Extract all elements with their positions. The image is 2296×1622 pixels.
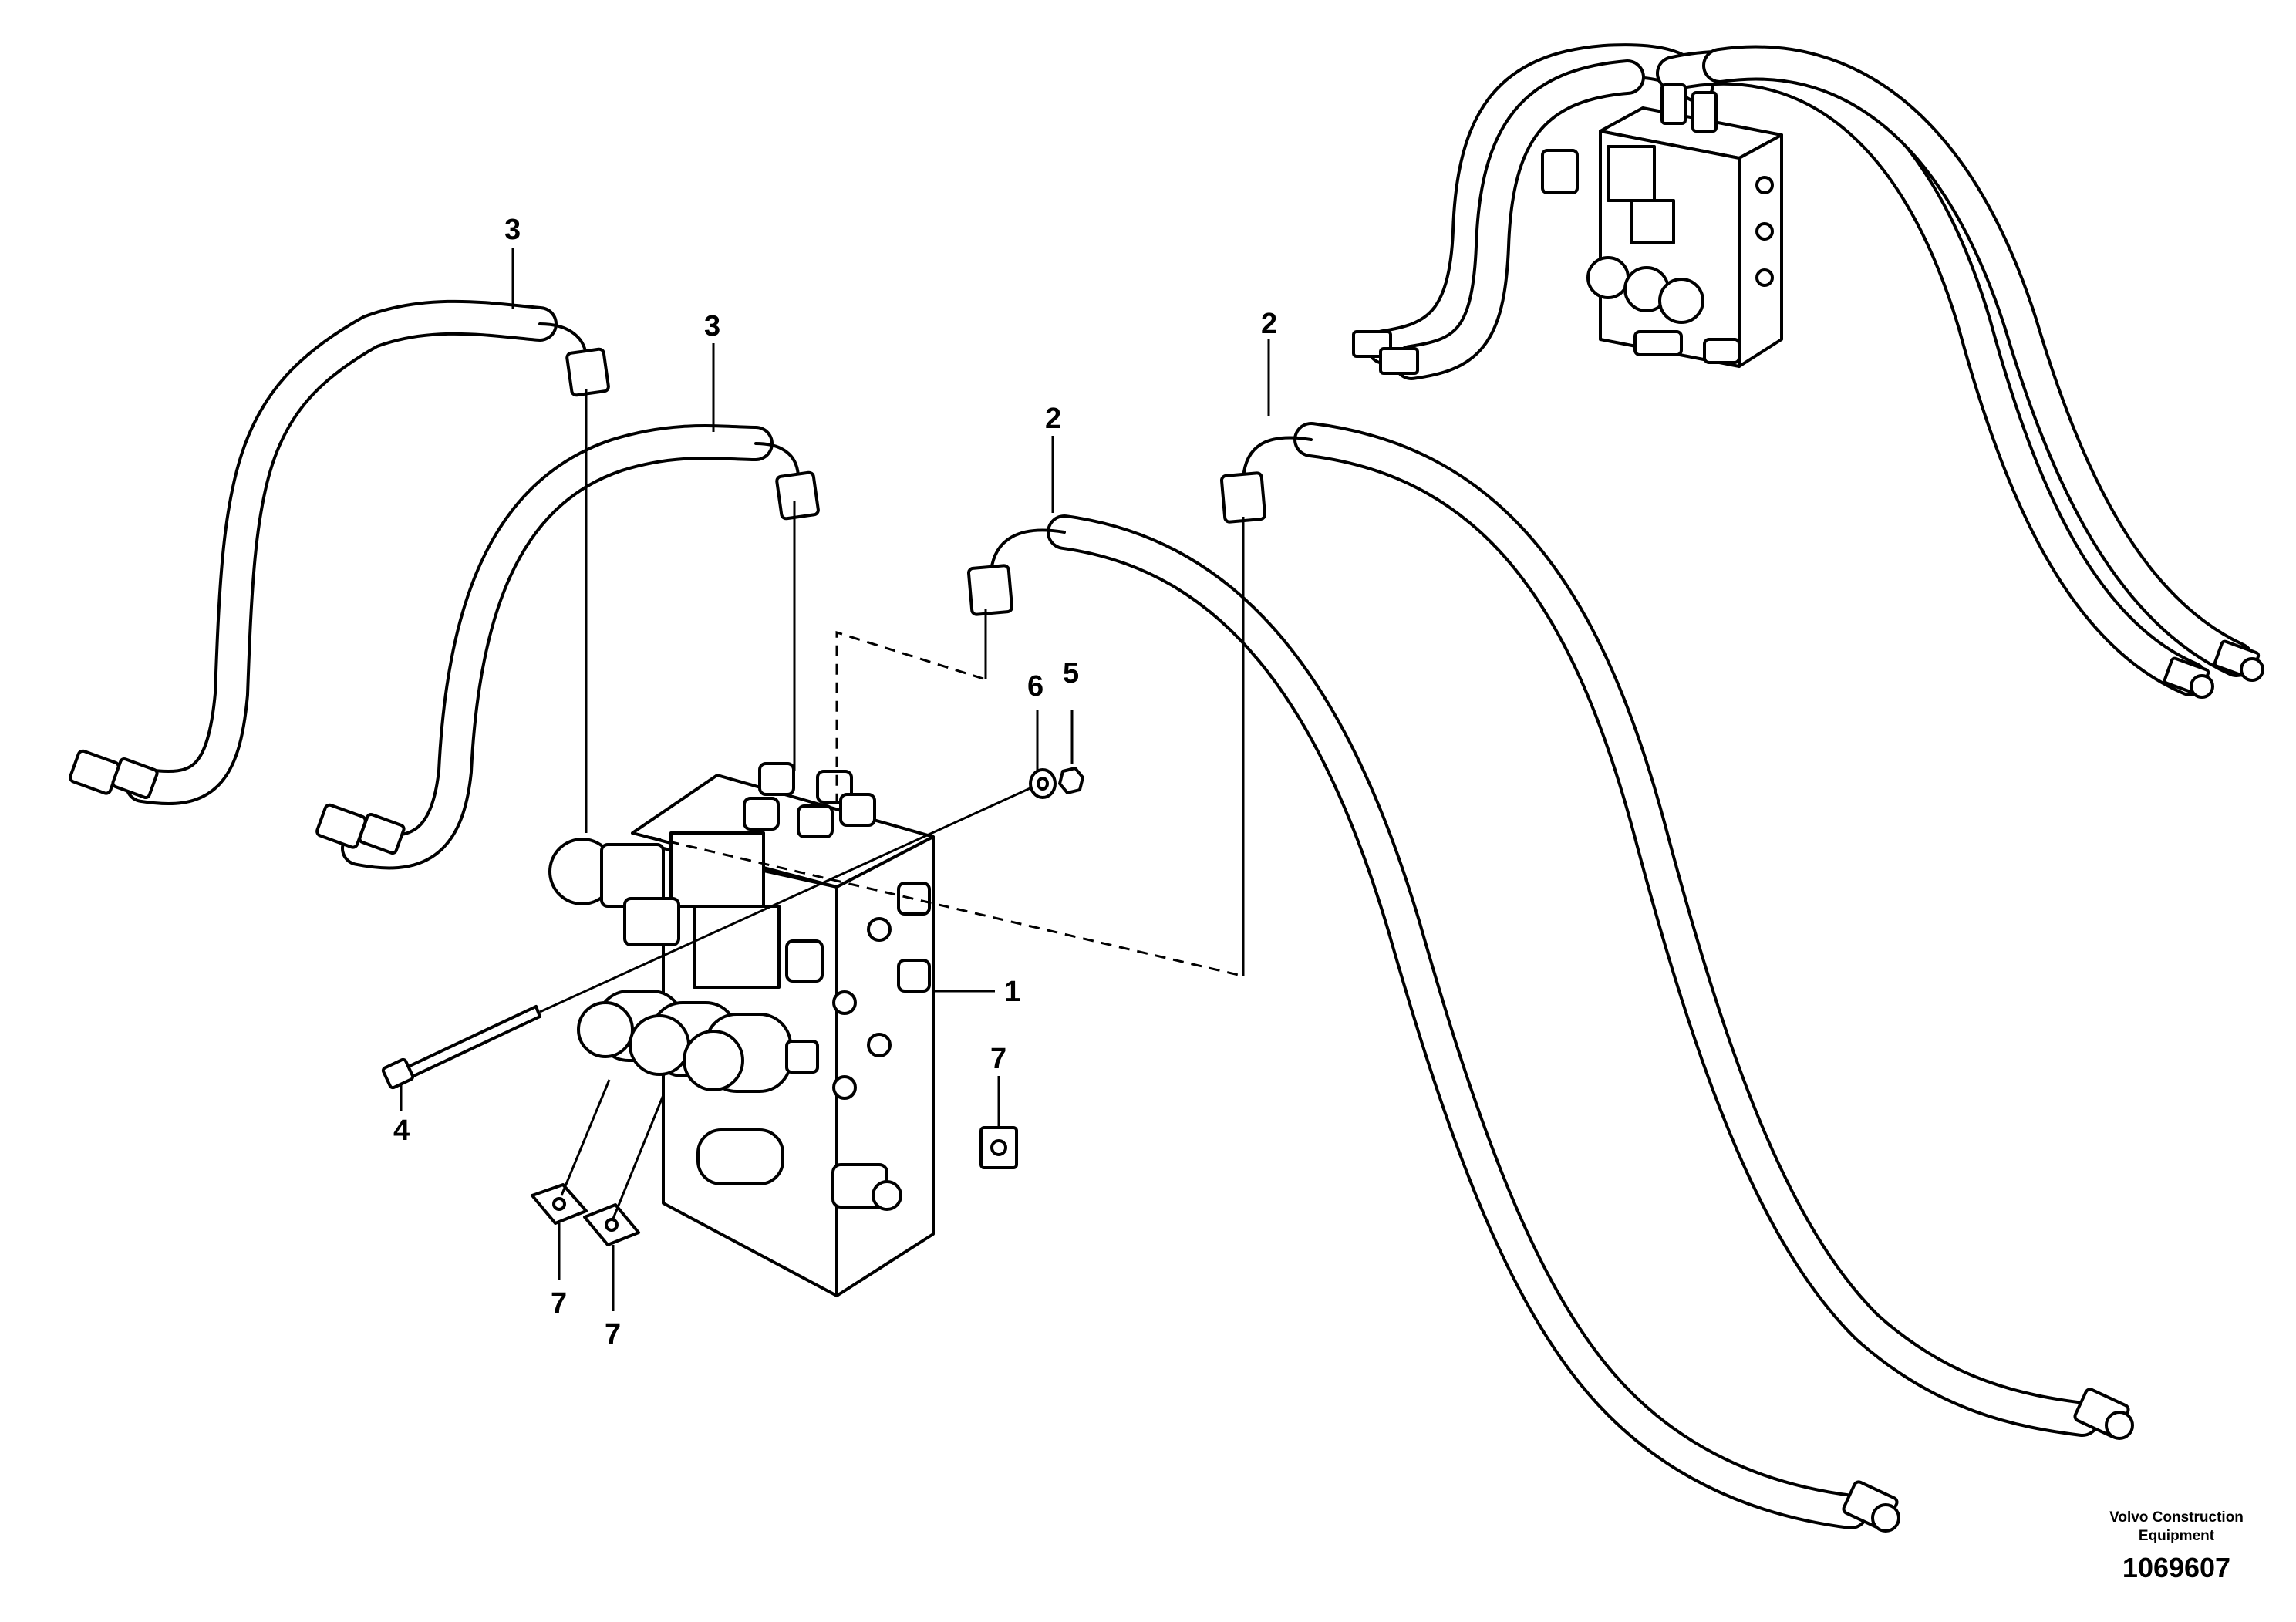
callout-3-left: 3: [504, 214, 521, 246]
label-plate-item-7-left-a: [531, 1183, 588, 1225]
hose-item-2-front: [966, 514, 1900, 1533]
solenoid-coils: [577, 990, 819, 1093]
valve-block-item-1: [548, 762, 935, 1297]
inset-valve-block: [1541, 83, 1783, 368]
callout-leaders: [400, 248, 1270, 1311]
inset-hose-fittings: [1352, 330, 2264, 699]
callout-labels: 1 2 2 3 3 4 5 6 7 7 7: [393, 214, 1277, 1351]
assembly-dashed-lines: [585, 389, 1245, 977]
hose-item-2-rear: [1219, 422, 2134, 1440]
drawing-footer: Volvo Construction Equipment 1069607: [2109, 1509, 2244, 1583]
callout-4: 4: [393, 1114, 410, 1147]
inset-assembly-view: [1352, 43, 2264, 699]
callout-7-right: 7: [990, 1043, 1006, 1075]
company-name-line1: Volvo Construction: [2109, 1509, 2244, 1526]
nut-item-5: [1058, 767, 1084, 794]
washer-item-6: [1029, 768, 1057, 799]
inset-hoses: [1367, 43, 2254, 696]
label-plate-item-7-right: [979, 1126, 1018, 1169]
company-name-line2: Equipment: [2139, 1528, 2215, 1544]
callout-3-right: 3: [704, 310, 720, 342]
callout-1: 1: [1004, 976, 1020, 1008]
callout-2-right: 2: [1261, 308, 1277, 340]
hose-item-3-right: [315, 424, 820, 870]
callout-2-left: 2: [1045, 403, 1061, 435]
callout-6: 6: [1027, 670, 1043, 703]
callout-7-left-b: 7: [605, 1318, 621, 1351]
bolt-item-4: [381, 785, 1034, 1090]
label-plate-item-7-left-b: [583, 1203, 640, 1246]
callout-7-left-a: 7: [551, 1287, 567, 1320]
hose-item-3-left: [69, 299, 610, 805]
drawing-number: 1069607: [2122, 1552, 2230, 1583]
callout-5: 5: [1063, 657, 1079, 690]
